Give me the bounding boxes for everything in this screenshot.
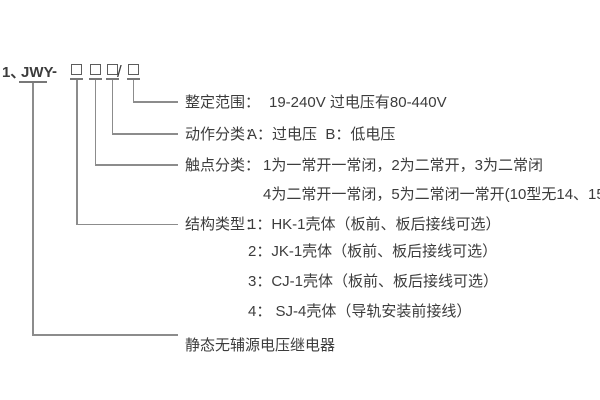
tbar-box-range (127, 78, 140, 80)
contact-class-label: 触点分类： (185, 157, 261, 174)
connector-product-vertical (32, 83, 34, 335)
setting-range-label: 整定范围： (185, 94, 261, 111)
dash-separator: - (52, 63, 57, 80)
structure-type-option-3: 3：CJ-1壳体（板前、板后接线可选） (248, 273, 499, 290)
item-index: 1、 (2, 64, 26, 81)
slash-separator: / (117, 62, 122, 81)
connector-contact-vertical (94, 80, 96, 165)
connector-structure-vertical (76, 80, 78, 224)
tbar-model-code (19, 81, 47, 83)
setting-range-value: 19-240V 过电压有80-440V (269, 94, 447, 111)
product-name: 静态无辅源电压继电器 (185, 337, 336, 354)
connector-range-vertical (132, 80, 134, 102)
tbar-box-contact (89, 78, 102, 80)
action-class-value: A：过电压 B：低电压 (247, 126, 396, 143)
model-code: JWY (21, 64, 54, 81)
contact-class-value-continuation: 4为二常开一常闭，5为二常闭一常开(10型无14、15规格) (263, 186, 600, 203)
action-class-label: 动作分类： (185, 126, 261, 143)
tbar-box-structure (70, 78, 83, 80)
connector-structure-horizontal (76, 223, 178, 225)
tbar-box-action (106, 78, 119, 80)
structure-type-option-1: 1：HK-1壳体（板前、板后接线可选） (248, 216, 501, 233)
digit-box-contact-class (90, 64, 101, 75)
structure-type-option-2: 2：JK-1壳体（板前、板后接线可选） (248, 243, 498, 260)
structure-type-label: 结构类型： (185, 216, 261, 233)
connector-range-horizontal (132, 101, 178, 103)
connector-action-horizontal (111, 133, 178, 135)
digit-box-setting-range (128, 64, 139, 75)
connector-action-vertical (111, 80, 113, 134)
connector-contact-horizontal (94, 164, 178, 166)
contact-class-value: 1为一常开一常闭，2为二常开，3为二常闭 (263, 157, 544, 174)
connector-product-horizontal (32, 334, 178, 336)
digit-box-action-class (107, 64, 118, 75)
digit-box-structure-type (71, 64, 82, 75)
structure-type-option-4: 4： SJ-4壳体（导轨安装前接线） (248, 303, 472, 320)
